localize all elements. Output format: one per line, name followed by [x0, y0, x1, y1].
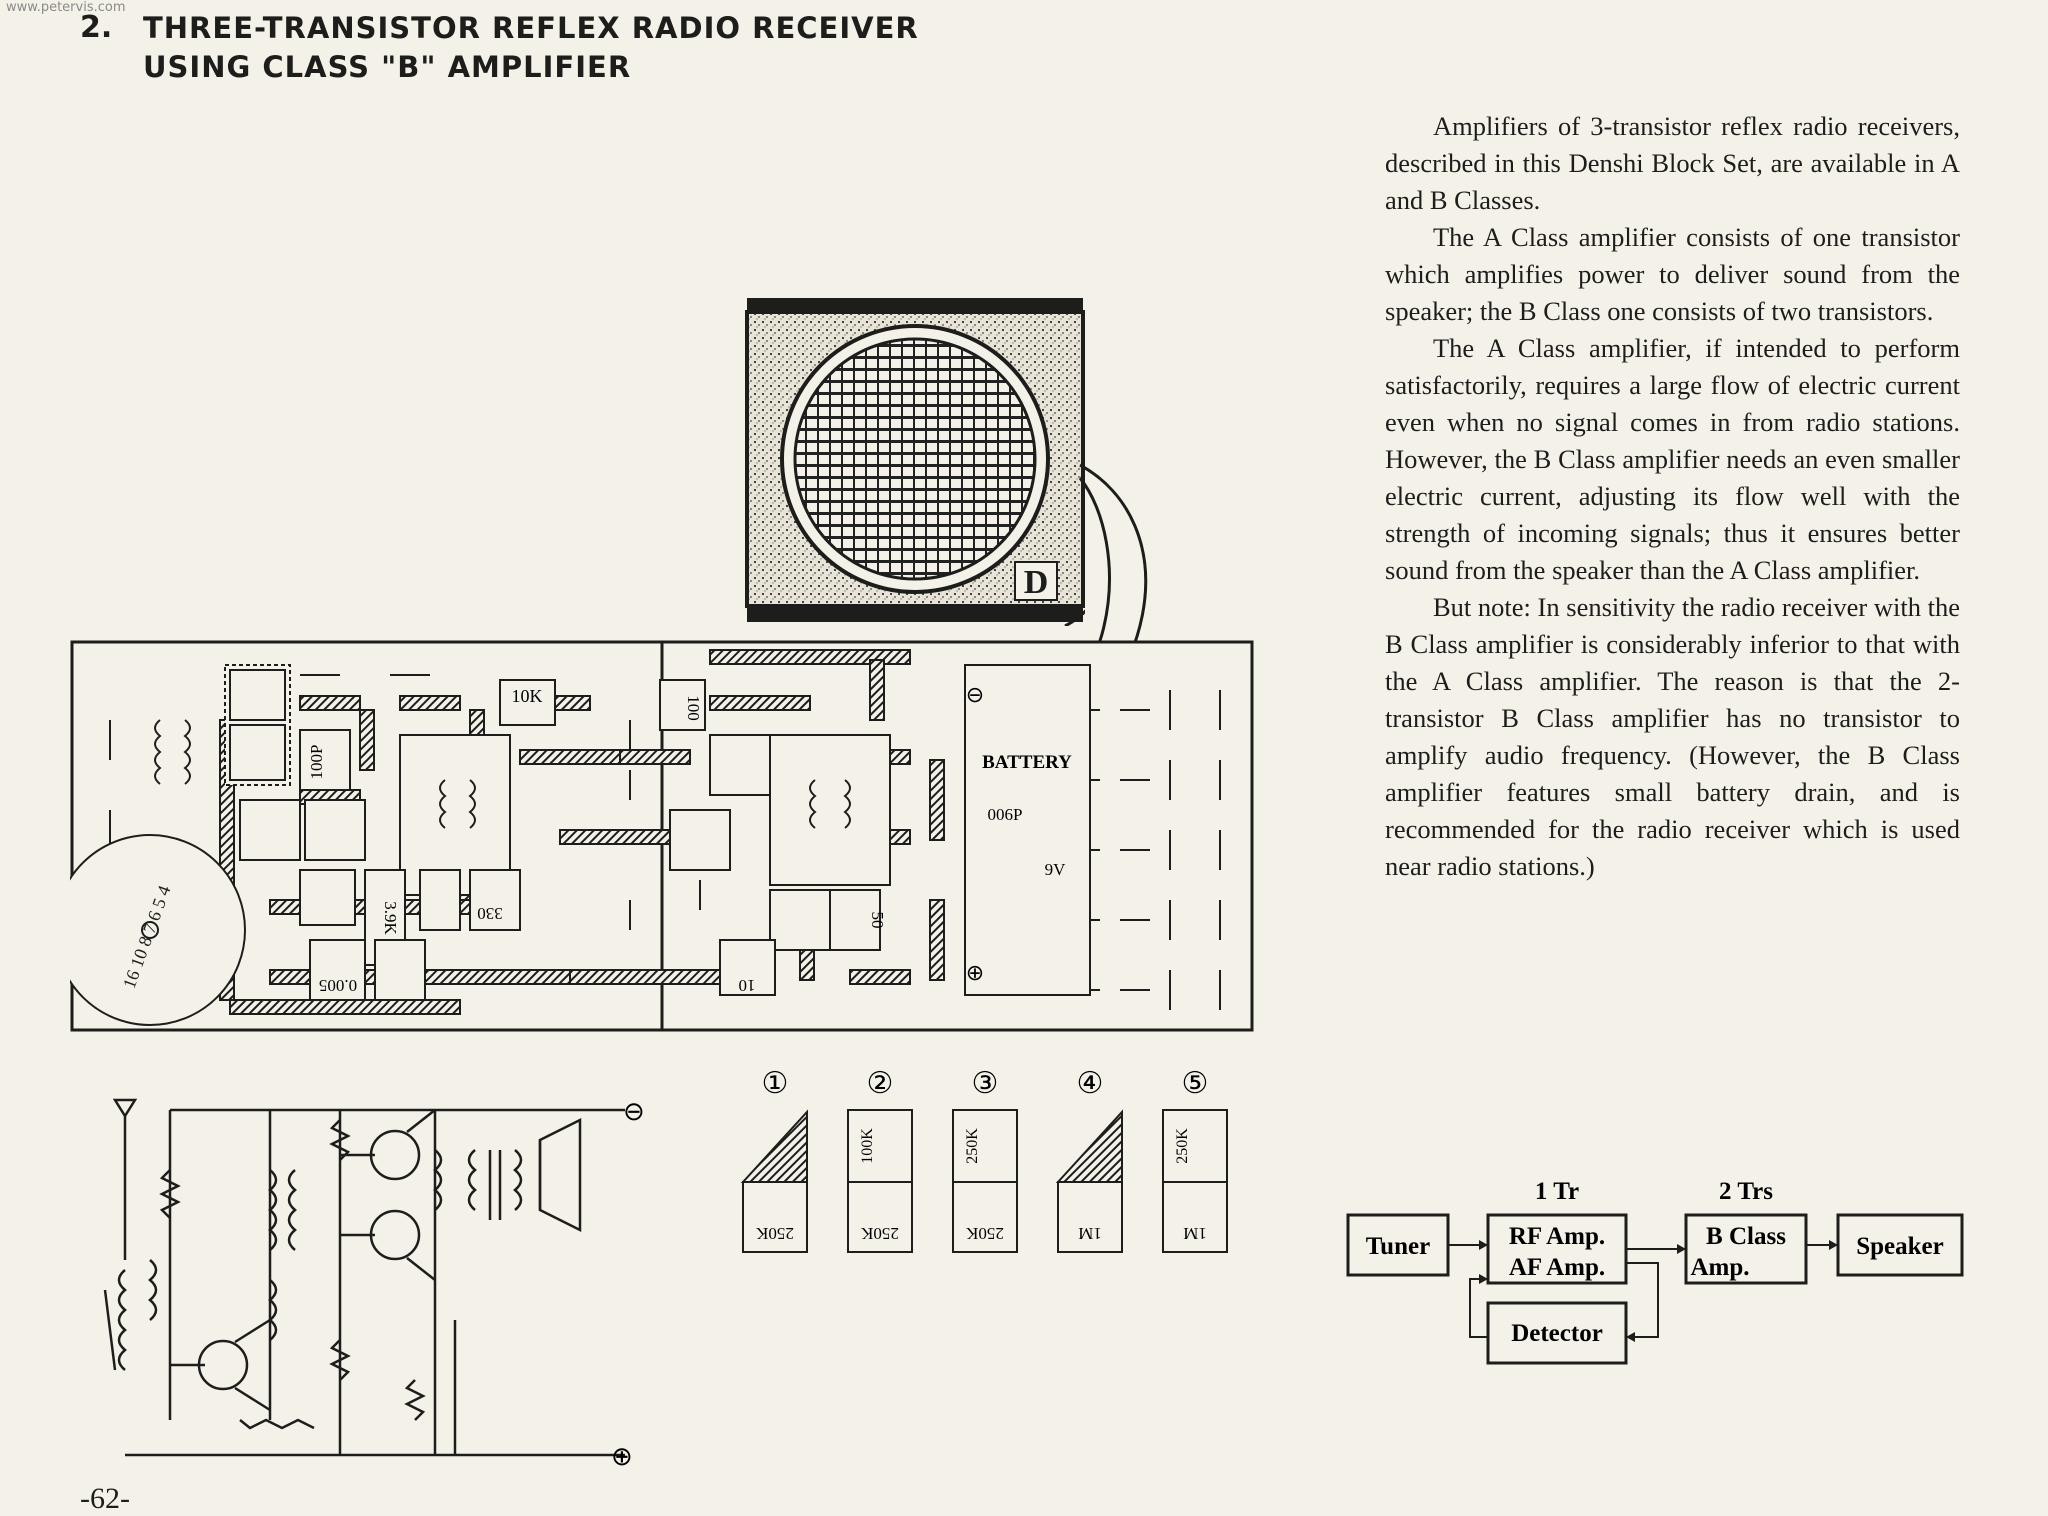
tuner-label: Tuner: [1366, 1233, 1430, 1260]
variant-2-number: ②: [867, 1067, 894, 1100]
label-330: 330: [477, 904, 503, 923]
variant-2-bottom: 250K: [860, 1224, 899, 1243]
body-text: Amplifiers of 3-transistor reflex radio …: [1385, 108, 1960, 885]
variant-1: ① 250K: [740, 1067, 808, 1253]
speaker-logo: D: [1024, 564, 1049, 601]
label-100p: 100P: [307, 745, 326, 780]
variant-5-top: 250K: [1174, 1128, 1191, 1164]
block-diagram: 1 Tr 2 Trs Tuner RF Amp. AF Amp. B Class…: [1346, 1178, 1964, 1365]
variant-3-number: ③: [972, 1067, 999, 1100]
page-number: -62-: [80, 1482, 130, 1515]
page-title-line1: THREE-TRANSISTOR REFLEX RADIO RECEIVER: [143, 11, 919, 45]
label-50: 50: [868, 912, 887, 929]
block-b-class: [1684, 1213, 1808, 1285]
variant-5-bottom: 1M: [1183, 1224, 1207, 1243]
speaker-label: Speaker: [1856, 1233, 1944, 1260]
paragraph-1: Amplifiers of 3-transistor reflex radio …: [1385, 111, 1960, 215]
variant-2-top: 100K: [859, 1128, 876, 1164]
watermark: www.petervis.com: [6, 0, 126, 15]
battery-voltage: 9V: [1045, 860, 1067, 879]
battery-label: BATTERY: [982, 752, 1072, 773]
battery-model: 006P: [988, 805, 1023, 824]
speaker-illustration: D: [745, 298, 1085, 626]
variant-3: ③ 250K 250K: [952, 1067, 1018, 1253]
schematic-plus: ⊕: [611, 1442, 633, 1471]
section-number: 2.: [80, 10, 113, 45]
variant-3-top: 250K: [964, 1128, 981, 1164]
battery-plus: ⊕: [966, 960, 984, 985]
variant-parts-drawing: ① 250K ② 100K 250K ③ 250K 250K ④ 1M: [740, 1067, 1228, 1253]
variant-2: ② 100K 250K: [847, 1067, 913, 1253]
variant-4-bottom: 1M: [1078, 1224, 1102, 1243]
block-rf-af-amp: [1486, 1213, 1628, 1285]
page-title-line2: USING CLASS "B" AMPLIFIER: [143, 50, 632, 84]
variant-4-number: ④: [1077, 1067, 1104, 1100]
variant-parts: ① 250K ② 100K 250K ③ 250K 250K ④ 1M: [735, 1060, 1255, 1260]
label-10: 10: [739, 976, 756, 995]
schematic-diagram: ⊖ ⊕: [103, 1097, 645, 1471]
variant-4: ④ 1M: [1055, 1067, 1123, 1253]
rf-amp-label: RF Amp.: [1509, 1223, 1605, 1250]
label-100: 100: [684, 695, 703, 721]
variant-1-number: ①: [762, 1067, 789, 1100]
paragraph-3: The A Class amplifier, if intended to pe…: [1385, 333, 1960, 585]
paragraph-2: The A Class amplifier consists of one tr…: [1385, 222, 1960, 326]
paragraph-4: But note: In sensitivity the radio recei…: [1385, 592, 1960, 881]
b-class-label: B Class: [1706, 1223, 1786, 1250]
variant-1-bottom: 250K: [755, 1224, 794, 1243]
variant-5: ⑤ 250K 1M: [1162, 1067, 1228, 1253]
amp-label: Amp.: [1690, 1254, 1749, 1281]
circuit-board: 16 10 8 7 6 5 4 10K 100 100P 3.9K 330 0.…: [70, 640, 1254, 1032]
block-detector: [1486, 1301, 1628, 1365]
battery-minus: ⊖: [966, 682, 984, 707]
label-1tr: 1 Tr: [1535, 1178, 1579, 1205]
label-3-9k: 3.9K: [381, 901, 400, 935]
block-tuner: [1346, 1213, 1450, 1277]
schematic-minus: ⊖: [623, 1097, 645, 1126]
af-amp-label: AF Amp.: [1509, 1254, 1605, 1281]
label-2trs: 2 Trs: [1719, 1178, 1773, 1205]
label-0-005: 0.005: [319, 976, 357, 995]
variant-5-number: ⑤: [1182, 1067, 1209, 1100]
detector-label: Detector: [1511, 1320, 1603, 1347]
variant-3-bottom: 250K: [965, 1224, 1004, 1243]
label-10k: 10K: [512, 686, 543, 706]
